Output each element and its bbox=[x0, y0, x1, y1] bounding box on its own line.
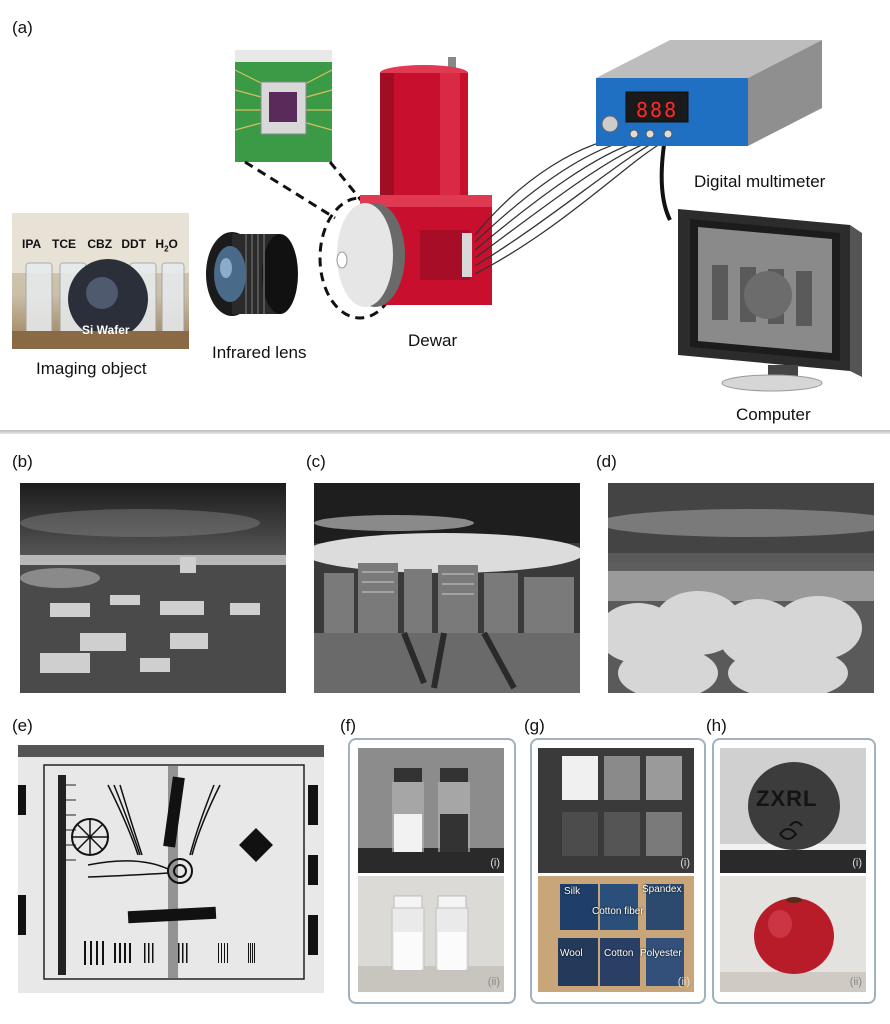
vial-label-water: H2O bbox=[155, 237, 178, 254]
panel-label-d: (d) bbox=[596, 452, 617, 471]
fabric-label-polyester: Polyester bbox=[640, 948, 682, 959]
section-divider bbox=[0, 430, 890, 434]
fabric-label-spandex: Spandex bbox=[642, 884, 682, 895]
panel-label-e: (e) bbox=[12, 716, 33, 735]
detector-chip-photo bbox=[235, 50, 332, 162]
panel-label-g: (g) bbox=[524, 716, 545, 735]
panel-label-c: (c) bbox=[306, 452, 326, 471]
imaging-object-photo: IPA TCE CBZ DDT H2O Si Wafer bbox=[12, 213, 189, 349]
h-sub-label-i: (i) bbox=[852, 857, 862, 869]
vials-illustration bbox=[12, 213, 189, 349]
vial-label-tce: TCE bbox=[52, 237, 77, 251]
panel-label-a: (a) bbox=[12, 18, 33, 37]
fabric-label-cotton: Cotton bbox=[604, 948, 634, 959]
apple-marking: ZXRL bbox=[756, 786, 818, 811]
panel-label-h: (h) bbox=[706, 716, 727, 735]
wafer-label: Si Wafer bbox=[82, 323, 130, 337]
vial-label-ddt: DDT bbox=[121, 237, 147, 251]
fabric-label-cotton-fiber: Cotton fiber bbox=[592, 906, 644, 917]
ir-resolution-target bbox=[18, 745, 324, 993]
panel-label-b: (b) bbox=[12, 452, 33, 471]
ir-image-fabrics: (i) bbox=[538, 748, 694, 873]
infrared-lens-caption: Infrared lens bbox=[212, 343, 307, 362]
ir-image-apple: ZXRL (i) bbox=[720, 748, 866, 873]
ir-image-buildings bbox=[314, 483, 580, 693]
f-sub-label-ii: (ii) bbox=[487, 976, 500, 988]
digital-multimeter-illustration bbox=[596, 40, 822, 146]
visible-image-fabrics: Silk Spandex Cotton fiber Wool Cotton Po… bbox=[538, 876, 694, 992]
infrared-lens-illustration bbox=[206, 232, 298, 316]
f-sub-label-i: (i) bbox=[490, 857, 500, 869]
visible-image-apple: (ii) bbox=[720, 876, 866, 992]
visible-image-powder-vials: (ii) bbox=[358, 876, 504, 992]
vial-label-ipa: IPA bbox=[22, 237, 41, 251]
computer-illustration bbox=[678, 209, 862, 392]
digital-multimeter-caption: Digital multimeter bbox=[694, 172, 826, 191]
vial-label-cbz: CBZ bbox=[87, 237, 113, 251]
g-sub-label-i: (i) bbox=[680, 857, 690, 869]
panel-label-f: (f) bbox=[340, 716, 357, 735]
fabric-label-wool: Wool bbox=[560, 948, 583, 959]
fabric-label-silk: Silk bbox=[564, 886, 581, 897]
vial-labels: IPA TCE CBZ DDT H2O bbox=[22, 237, 178, 253]
g-sub-label-ii: (ii) bbox=[677, 976, 690, 988]
h-sub-label-ii: (ii) bbox=[849, 976, 862, 988]
multimeter-display: 888 bbox=[636, 98, 679, 122]
dewar-caption: Dewar bbox=[408, 331, 458, 350]
dewar-illustration bbox=[336, 57, 492, 307]
ir-image-rooftops bbox=[20, 483, 286, 693]
ir-image-powder-vials: (i) bbox=[358, 748, 504, 873]
imaging-object-caption: Imaging object bbox=[36, 359, 147, 378]
computer-caption: Computer bbox=[736, 405, 811, 424]
ir-image-trees bbox=[608, 483, 874, 693]
